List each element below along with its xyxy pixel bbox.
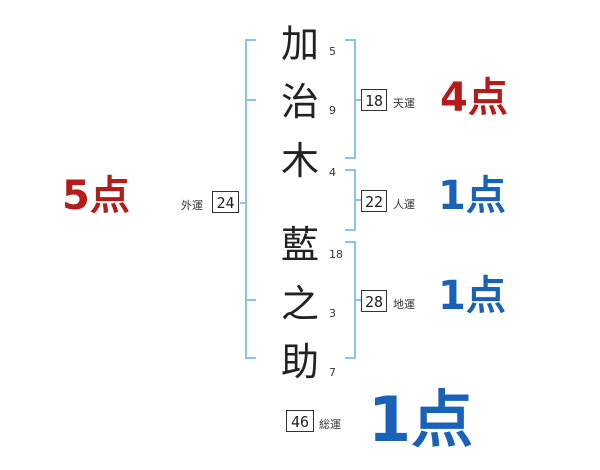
gai-score: 5点 xyxy=(62,173,130,219)
ten-value-box: 18 xyxy=(361,89,387,111)
ten-bracket xyxy=(345,39,361,159)
name-char: 之 xyxy=(280,282,319,326)
stroke-count: 9 xyxy=(329,104,336,117)
total-value-box: 46 xyxy=(286,410,314,432)
chi-score: 1点 xyxy=(438,273,506,319)
gai-value-box: 24 xyxy=(212,191,239,213)
stroke-count: 5 xyxy=(329,45,336,58)
chi-bracket xyxy=(345,241,361,359)
name-char: 藍 xyxy=(280,223,319,267)
stroke-count: 3 xyxy=(329,307,336,320)
chi-label: 地運 xyxy=(393,298,415,311)
name-char: 木 xyxy=(280,139,319,183)
gai-bracket xyxy=(240,39,256,359)
jin-label: 人運 xyxy=(393,198,415,211)
total-label: 総運 xyxy=(319,418,341,431)
total-score: 1点 xyxy=(368,383,474,456)
ten-score: 4点 xyxy=(440,75,508,121)
name-char: 加 xyxy=(280,22,319,66)
name-char: 助 xyxy=(280,340,319,384)
stroke-count: 4 xyxy=(329,166,336,179)
jin-value-box: 22 xyxy=(361,190,387,212)
ten-label: 天運 xyxy=(393,97,415,110)
stroke-count: 18 xyxy=(329,248,343,261)
jin-bracket xyxy=(345,169,361,231)
name-char: 治 xyxy=(280,80,319,124)
gai-label: 外運 xyxy=(181,199,203,212)
stroke-count: 7 xyxy=(329,366,336,379)
jin-score: 1点 xyxy=(438,173,506,219)
chi-value-box: 28 xyxy=(361,290,387,312)
